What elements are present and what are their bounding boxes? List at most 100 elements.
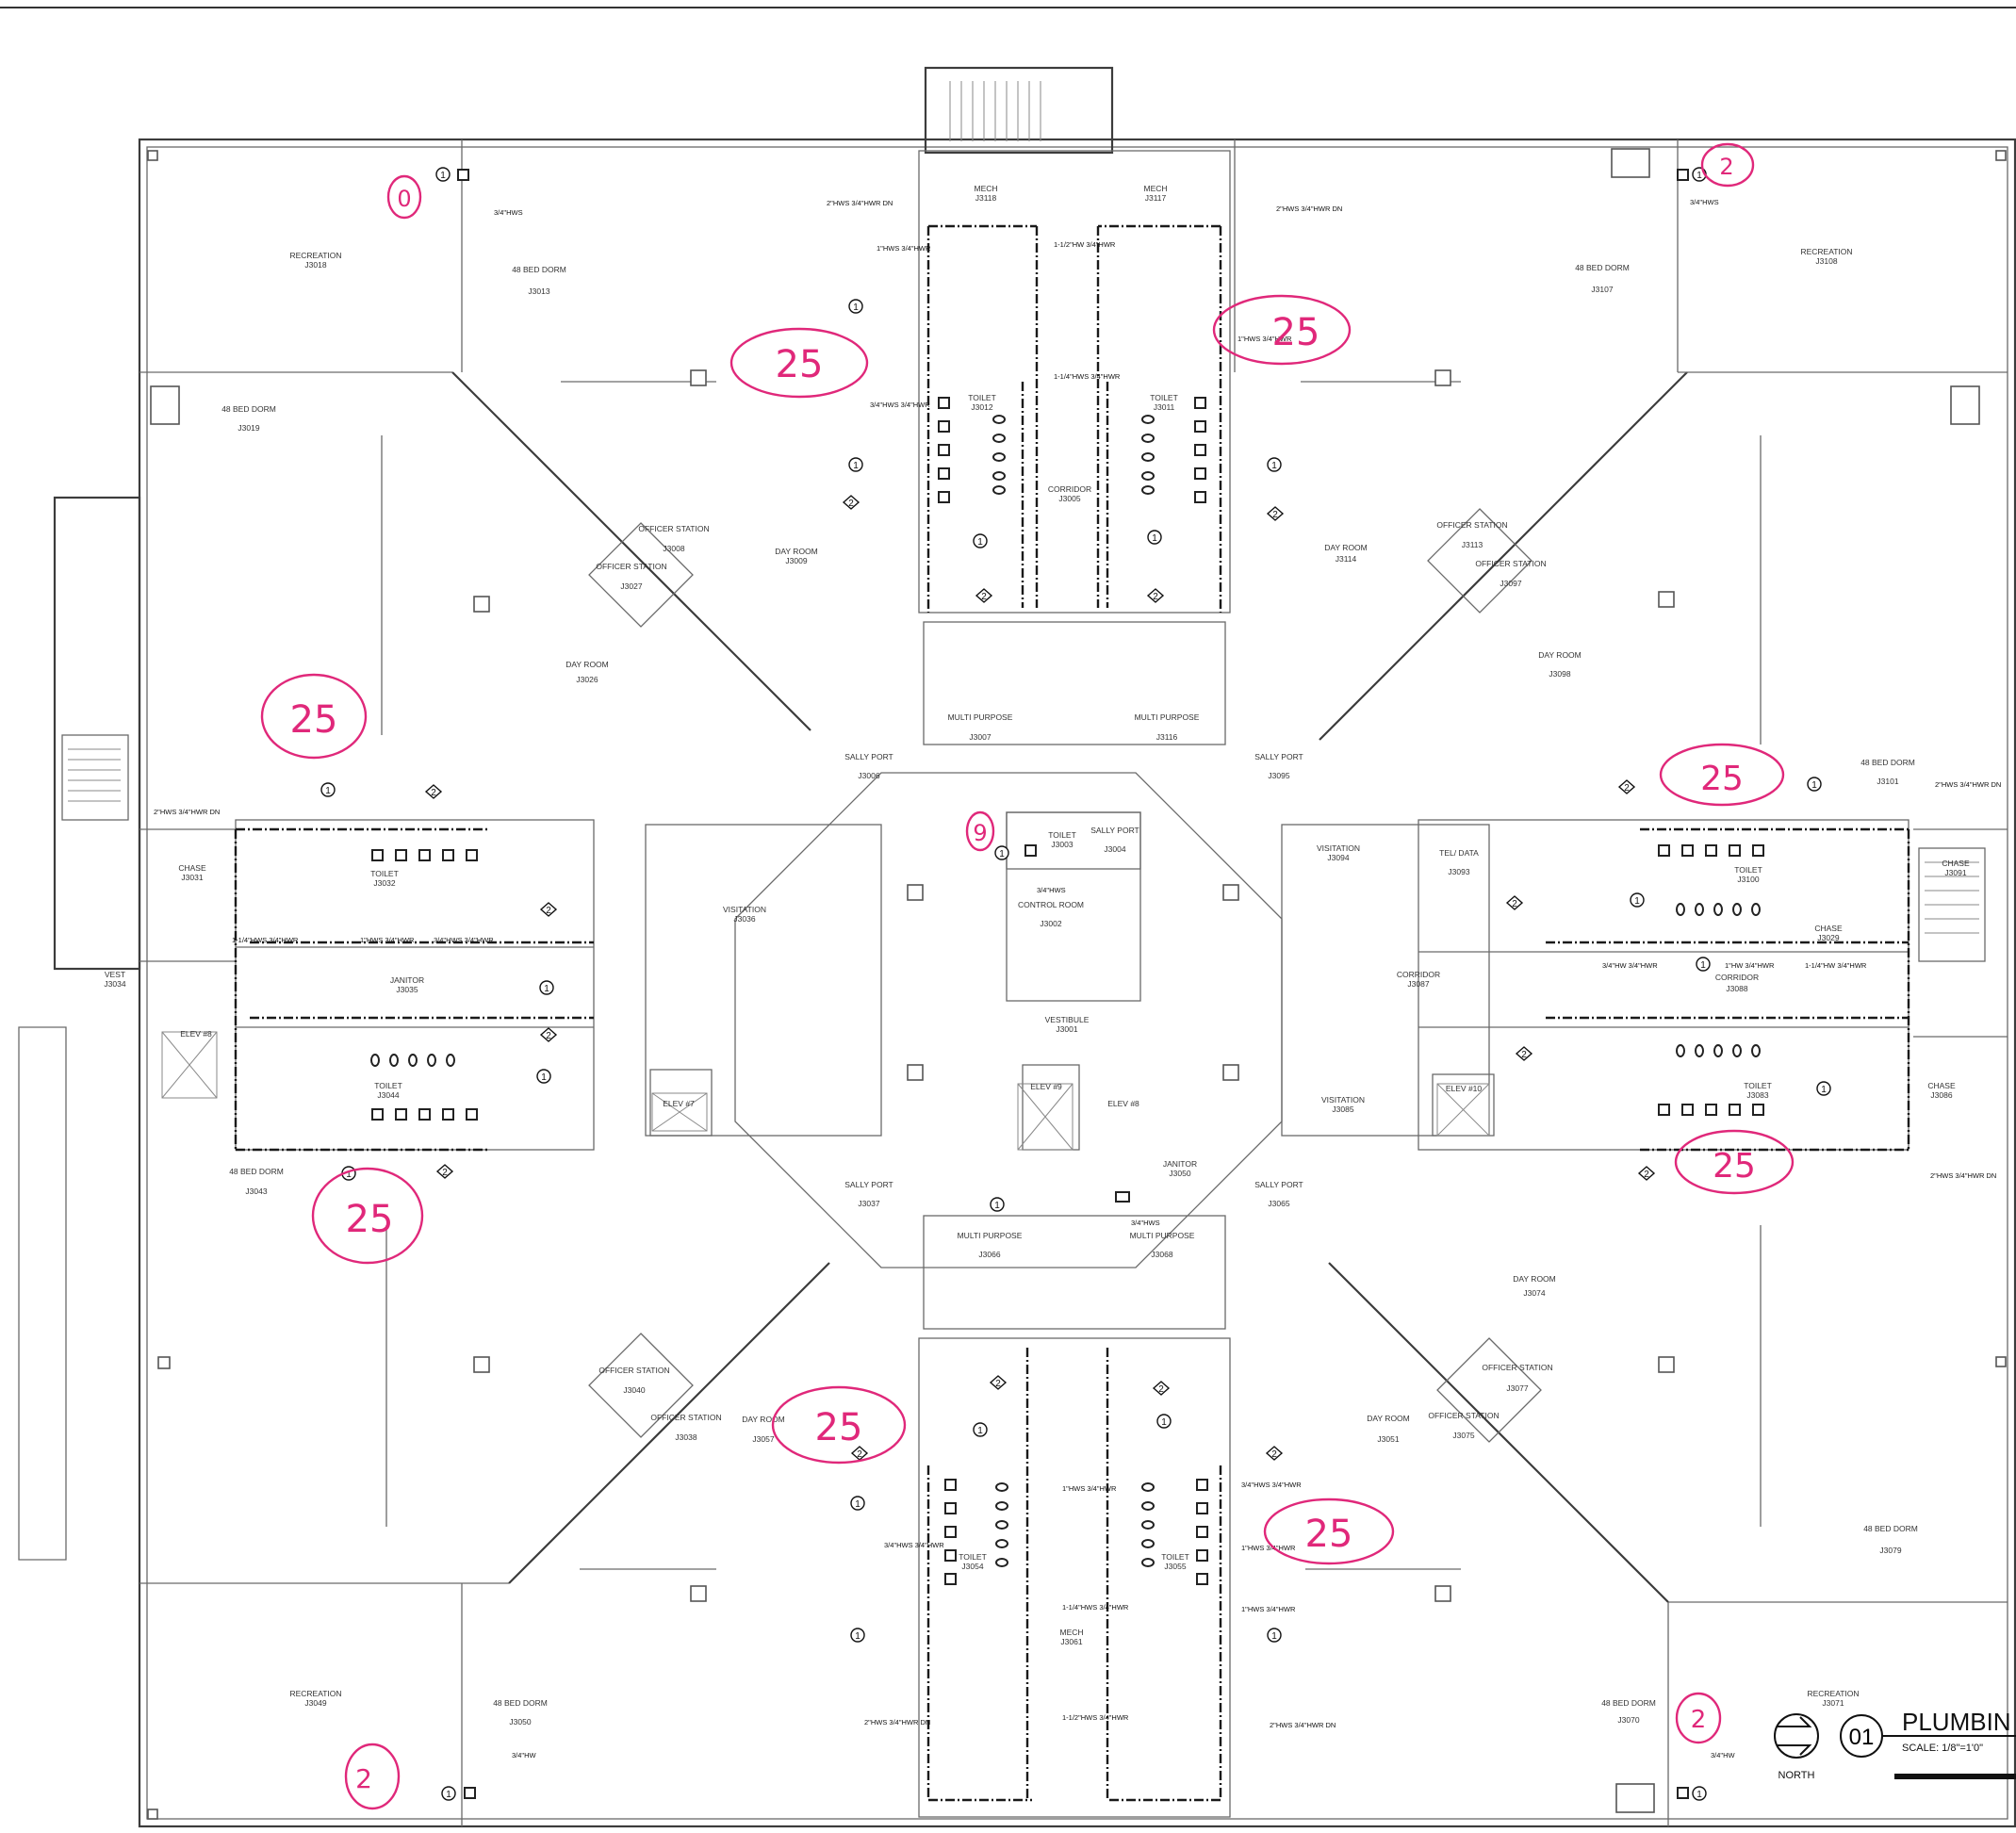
room-number: J3018 — [304, 260, 326, 270]
svg-text:1: 1 — [855, 1499, 860, 1510]
pipe-label: 2"HWS 3/4"HWR DN — [864, 1718, 930, 1727]
room-name: OFFICER STATION — [638, 524, 709, 533]
pipe-label: 3/4"HWS — [494, 208, 523, 217]
room-name: MECH — [1143, 184, 1167, 193]
sheet-title: PLUMBIN — [1902, 1708, 2011, 1736]
room-name: VISITATION — [1317, 843, 1360, 853]
markup-circle — [1674, 1129, 1795, 1195]
exterior-walls — [18, 66, 2016, 1828]
room-number: J3037 — [858, 1199, 879, 1208]
elevator-label: ELEV #8 — [1107, 1099, 1139, 1108]
room-name: MECH — [974, 184, 997, 193]
svg-text:1: 1 — [1700, 960, 1706, 971]
room-number: J3050 — [1169, 1169, 1190, 1178]
room-name: TEL/ DATA — [1439, 848, 1479, 858]
pipe-label: 3/4"HW 3/4"HWR — [1602, 961, 1658, 970]
room-name: OFFICER STATION — [1436, 520, 1507, 530]
room-name: OFFICER STATION — [1475, 559, 1546, 568]
markup-note: 2 — [355, 1763, 372, 1794]
room-number: J3113 — [1462, 540, 1483, 549]
svg-text:2: 2 — [1158, 1384, 1164, 1395]
room-number: J3087 — [1407, 979, 1429, 989]
room-number: J3013 — [528, 286, 549, 296]
room-name: CHASE — [1942, 859, 1970, 868]
svg-text:2: 2 — [981, 592, 987, 602]
room-number: J3086 — [1930, 1090, 1952, 1100]
room-number: J3049 — [304, 1698, 326, 1708]
svg-text:1: 1 — [1271, 1631, 1277, 1642]
structural-columns — [147, 148, 2007, 1820]
room-name: MULTI PURPOSE — [1130, 1231, 1195, 1240]
room-name: OFFICER STATION — [598, 1366, 669, 1375]
room-number: J3075 — [1452, 1431, 1474, 1440]
room-name: TOILET — [1734, 865, 1762, 875]
svg-text:1: 1 — [1161, 1417, 1167, 1428]
markup-circle — [260, 673, 368, 760]
room-number: J3009 — [785, 556, 807, 565]
room-name: OFFICER STATION — [1482, 1363, 1552, 1372]
room-number: J3077 — [1506, 1383, 1528, 1393]
svg-text:1: 1 — [853, 461, 859, 471]
markup-note: 25 — [1713, 1147, 1756, 1186]
pipe-label: 2"HWS 3/4"HWR DN — [154, 808, 220, 816]
pipe-label: 1-1/4"HWS 3/4"HWR — [232, 936, 299, 944]
svg-text:1: 1 — [544, 984, 549, 994]
markup-note: 25 — [776, 343, 824, 386]
room-number: J3088 — [1726, 984, 1747, 993]
svg-text:2: 2 — [1271, 1449, 1277, 1460]
pipe-label: 3/4"HWS — [1131, 1219, 1160, 1227]
room-name: VISITATION — [1321, 1095, 1365, 1105]
room-name: TOILET — [1048, 830, 1076, 840]
markup-note: 25 — [290, 698, 338, 742]
svg-text:1: 1 — [1634, 896, 1640, 907]
svg-text:2: 2 — [857, 1449, 862, 1460]
room-name: 48 BED DORM — [229, 1167, 284, 1176]
room-number: J3117 — [1145, 193, 1167, 203]
room-number: J3031 — [181, 873, 203, 882]
room-number: J3005 — [1058, 494, 1080, 503]
room-name: RECREATION — [289, 251, 341, 260]
svg-text:1: 1 — [999, 849, 1005, 859]
pipe-label: 1-1/2"HWS 3/4"HWR — [1062, 1713, 1129, 1722]
room-name: TOILET — [374, 1081, 402, 1090]
room-number: J3036 — [733, 914, 755, 924]
elevator-labels: ELEV #8 ELEV #7 ELEV #9 ELEV #8 ELEV #10 — [180, 1029, 1482, 1108]
room-name: SALLY PORT — [1254, 752, 1303, 761]
pipe-label: 3/4"HWS 3/4"HWR — [884, 1541, 944, 1549]
room-name: CHASE — [1927, 1081, 1956, 1090]
svg-text:2: 2 — [1624, 783, 1630, 794]
room-name: TOILET — [968, 393, 996, 402]
room-labels: RECREATION J3018 48 BED DORM J3013 MECH … — [104, 184, 1970, 1727]
room-name: RECREATION — [1807, 1689, 1859, 1698]
room-number: J3108 — [1815, 256, 1837, 266]
room-name: 48 BED DORM — [1863, 1524, 1918, 1533]
room-number: J3034 — [104, 979, 125, 989]
room-number: J3093 — [1448, 867, 1469, 876]
room-name: SALLY PORT — [1090, 826, 1139, 835]
room-name: SALLY PORT — [1254, 1180, 1303, 1189]
room-name: CORRIDOR — [1397, 970, 1440, 979]
pipe-label: 1"HW 3/4"HWR — [1725, 961, 1775, 970]
pipe-label: 3/4"HW — [1711, 1751, 1736, 1759]
room-number: J3114 — [1336, 554, 1357, 564]
markup-note: 25 — [1305, 1513, 1353, 1556]
room-number: J3040 — [623, 1385, 645, 1395]
pipe-label: 2"HWS 3/4"HWR DN — [1930, 1171, 1996, 1180]
room-number: J3002 — [1040, 919, 1061, 928]
svg-text:1: 1 — [1152, 533, 1157, 544]
svg-text:1: 1 — [855, 1631, 860, 1642]
pipe-label: 3/4"HWS — [1037, 886, 1066, 894]
svg-text:1: 1 — [325, 786, 331, 796]
svg-text:2: 2 — [1272, 510, 1278, 520]
room-name: MULTI PURPOSE — [1135, 712, 1200, 722]
room-number: J3074 — [1523, 1288, 1545, 1298]
markup-circle — [729, 327, 869, 399]
pipe-label: 1"HWS 3/4"HWR — [360, 936, 415, 944]
room-number: J3085 — [1332, 1105, 1353, 1114]
markup-circle — [1675, 1692, 1722, 1744]
room-number: J3027 — [620, 581, 642, 591]
handwritten-markup: 0 25 25 2 25 25 9 25 25 25 25 2 2 — [260, 142, 1795, 1810]
svg-text:1: 1 — [446, 1790, 451, 1800]
room-name: RECREATION — [1800, 247, 1852, 256]
markup-circle — [1700, 142, 1755, 188]
